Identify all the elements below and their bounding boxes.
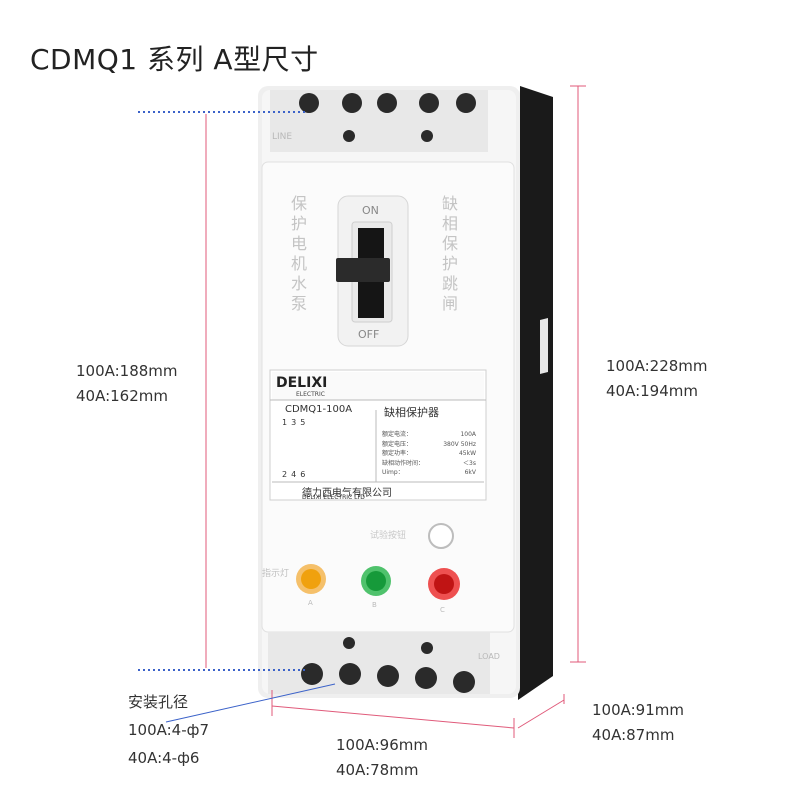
brand-sub: ELECTRIC (296, 391, 325, 398)
spec-values: 100A 380V 50Hz 45kW ＜3s 6kV (443, 431, 476, 476)
side-text-right: 缺相保护跳闸 (442, 194, 459, 313)
side-text-left: 保护电机水泵 (291, 194, 308, 313)
total-height-label: 100A:228mm 40A:194mm (606, 357, 708, 400)
model-text: CDMQ1-100A (285, 404, 353, 415)
company-name-cn: 德力西电气有限公司 (302, 488, 392, 499)
test-button-label: 试验按钮 (370, 531, 407, 541)
phase-label-a: A (308, 599, 313, 607)
phase-label-c: C (440, 606, 445, 614)
page-title: CDMQ1 系列 A型尺寸 (30, 43, 319, 76)
mount-height-label: 100A:188mm 40A:162mm (76, 362, 178, 405)
company-name-en: DELIXI ELECTRIC LTD (302, 494, 365, 501)
switch-on-label: ON (362, 204, 379, 217)
terminal-top-row: 135 (282, 418, 310, 427)
mount-hole-label: 安装孔径 100A:4-ф7 40A:4-ф6 (128, 693, 210, 767)
product-name: 缺相保护器 (384, 406, 439, 419)
spec-labels: 额定电流： 额定电压： 额定功率： 缺相动作时间： Uimp： (382, 431, 425, 476)
indicator-label: 指示灯 (262, 569, 290, 579)
switch-off-label: OFF (358, 328, 380, 341)
depth-label: 100A:91mm 40A:87mm (592, 701, 684, 744)
load-label: LOAD (478, 652, 500, 661)
brand-logo: DELIXI (276, 375, 328, 391)
line-label: LINE (272, 132, 293, 142)
width-label: 100A:96mm 40A:78mm (336, 736, 428, 779)
phase-label-b: B (372, 601, 377, 609)
terminal-bottom-row: 246 (282, 470, 310, 479)
